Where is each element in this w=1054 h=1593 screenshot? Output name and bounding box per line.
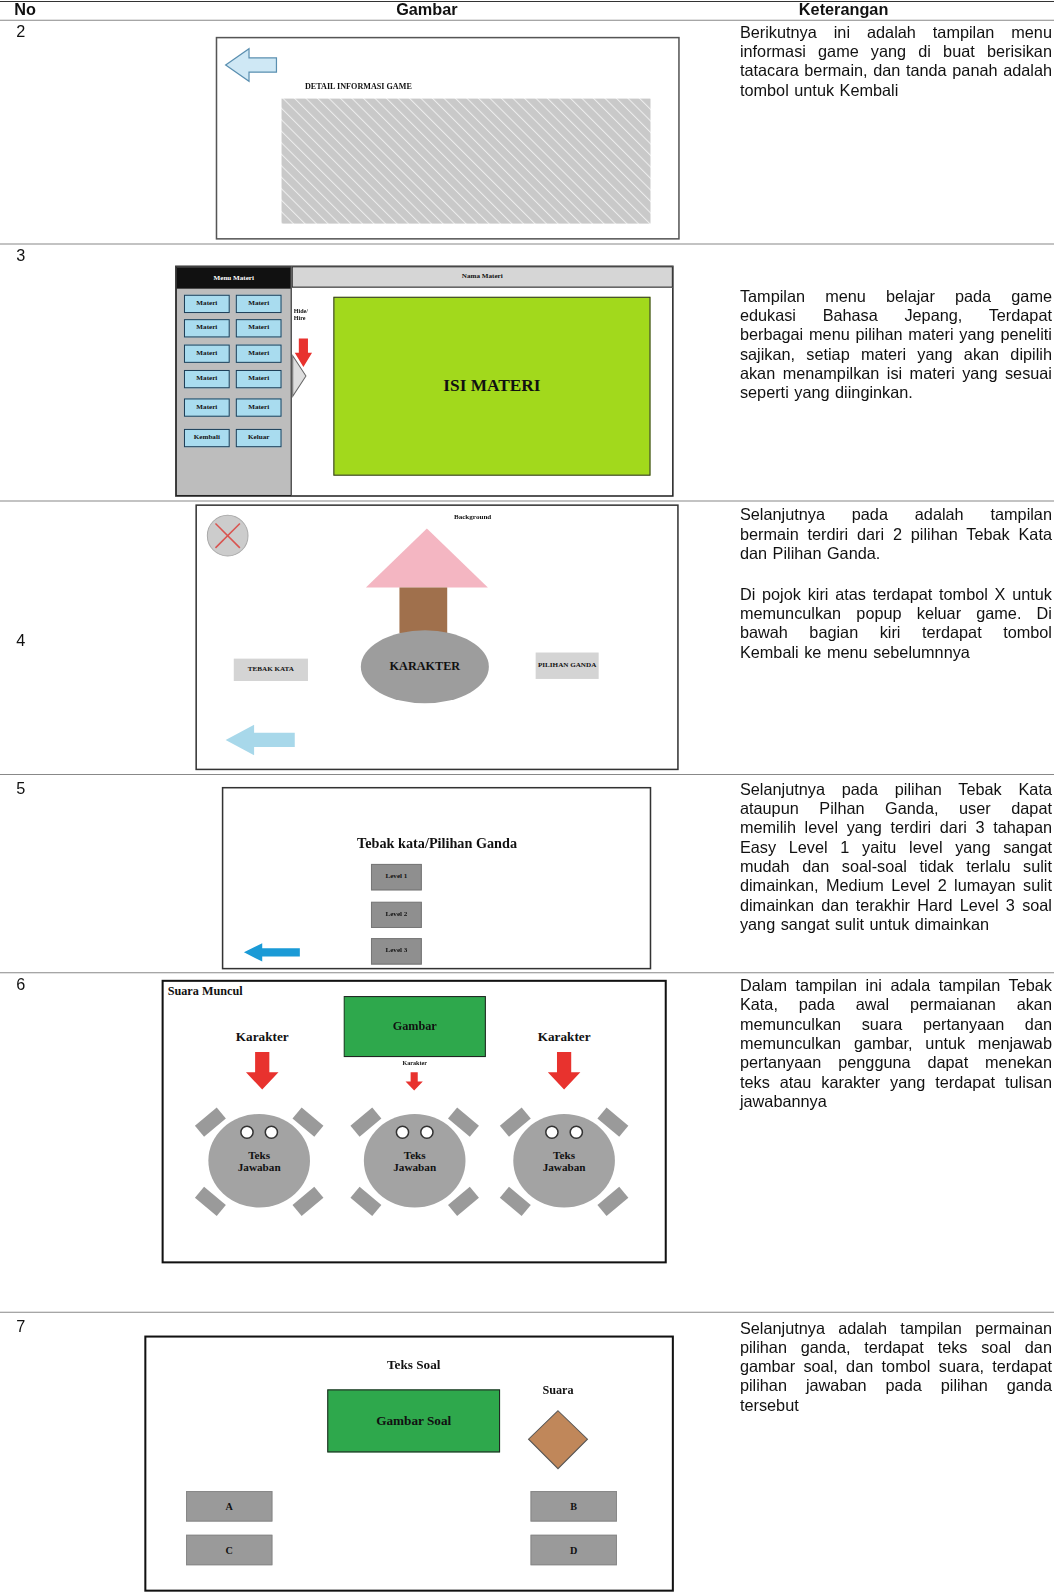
materi-button: Materi — [184, 345, 230, 363]
character-label: Karakter — [518, 1030, 609, 1045]
image-box: Gambar — [344, 996, 486, 1057]
node-text: Level 1 — [385, 873, 407, 881]
node-text: C — [226, 1544, 233, 1555]
materi-button: Materi — [236, 370, 282, 388]
character-label: Karakter — [384, 1060, 445, 1067]
materi-button: Materi — [236, 319, 282, 337]
row-number: 6 — [16, 976, 46, 995]
answer-option: A — [186, 1491, 272, 1521]
materi-button: Materi — [236, 345, 282, 363]
node-text: Level 2 — [385, 911, 407, 919]
screen-title: DETAIL INFORMASI GAME — [305, 82, 508, 91]
node-text: Level 3 — [385, 947, 407, 955]
column-header: Gambar — [366, 1, 488, 20]
menu-panel: Menu MateriMateriMateriMateriMateriMater… — [176, 266, 292, 496]
materi-button: Materi — [184, 398, 230, 416]
node-text: A — [226, 1501, 233, 1512]
node-text: D — [570, 1544, 577, 1555]
answer-option: C — [186, 1535, 272, 1565]
node-text: PILIHAN GANDA — [538, 662, 596, 670]
row-number: 4 — [16, 632, 46, 651]
node-text: Materi — [248, 350, 269, 358]
column-header: No — [14, 1, 55, 20]
back-button: Kembali — [184, 429, 230, 447]
answer-option: B — [531, 1491, 617, 1521]
exit-button: Keluar — [236, 429, 282, 447]
row-number: 5 — [16, 780, 46, 799]
answer-character: Teks Jawaban — [208, 1114, 310, 1208]
materi-button: Materi — [236, 295, 282, 313]
node-text: Materi — [248, 404, 269, 412]
mode-button: TEBAK KATA — [234, 659, 308, 681]
materi-button: Materi — [184, 370, 230, 388]
node-text: Keluar — [248, 434, 269, 442]
answer-option: D — [531, 1535, 617, 1565]
materi-button: Materi — [184, 319, 230, 337]
node-text: ISI MATERI — [443, 377, 540, 396]
node-text: KARAKTER — [390, 660, 460, 673]
mode-button: PILIHAN GANDA — [536, 653, 599, 679]
row-description: Di pojok kiri atas terdapat tombol X unt… — [740, 584, 1052, 661]
row-description: Dalam tampilan ini adala tampilan Tebak … — [740, 976, 1052, 1111]
screen-title: Tebak kata/Pilihan Ganda — [315, 835, 559, 851]
row-description: Tampilan menu belajar pada game edukasi … — [740, 287, 1052, 403]
node-text: Teks Jawaban — [533, 1149, 596, 1174]
level-button: Level 3 — [371, 938, 422, 964]
sound-label: Suara Muncul — [168, 985, 290, 999]
question-text-label: Teks Soal — [358, 1358, 470, 1373]
answer-character: Teks Jawaban — [364, 1114, 466, 1208]
row-number: 7 — [16, 1318, 46, 1337]
node-text: Nama Materi — [462, 273, 503, 281]
node-text: Materi — [196, 404, 217, 412]
sound-label: Suara — [522, 1384, 593, 1398]
node-text: Menu Materi — [177, 267, 291, 288]
level-button: Level 1 — [371, 864, 422, 890]
row-number: 3 — [16, 247, 46, 266]
node-text: Materi — [248, 324, 269, 332]
node-text: Materi — [248, 375, 269, 383]
node-text: Materi — [196, 300, 217, 308]
node-text: Materi — [196, 375, 217, 383]
row-description: Selanjutnya adalah tampilan permainan pi… — [740, 1318, 1052, 1415]
row-description: Selanjutnya pada pilihan Tebak Kata atau… — [740, 780, 1052, 934]
node-text: Teks Jawaban — [228, 1149, 291, 1174]
materi-button: Materi — [236, 398, 282, 416]
toggle-label: Hide/ Hire — [294, 308, 318, 322]
node-text: B — [570, 1501, 577, 1512]
node-text: TEBAK KATA — [248, 666, 294, 674]
row-description: Selanjutnya pada adalah tampilan bermain… — [740, 505, 1052, 563]
question-image: Gambar Soal — [327, 1389, 500, 1452]
content-box: ISI MATERI — [333, 297, 650, 476]
materi-button: Materi — [184, 295, 230, 313]
row-number: 2 — [16, 22, 46, 41]
row-description: Berikutnya ini adalah tampilan menu info… — [740, 22, 1052, 99]
column-header: Keterangan — [778, 1, 910, 20]
title-band: Nama Materi — [292, 266, 673, 287]
node-text: Materi — [248, 300, 269, 308]
node-text: Teks Jawaban — [383, 1149, 446, 1174]
node-text: Kembali — [194, 434, 220, 442]
level-button: Level 2 — [371, 902, 422, 928]
answer-character: Teks Jawaban — [513, 1114, 615, 1208]
node-text: Gambar Soal — [376, 1414, 451, 1429]
node-text: Materi — [196, 350, 217, 358]
node-text: Materi — [196, 324, 217, 332]
background-label: Background — [437, 513, 508, 521]
node-text: Gambar — [393, 1020, 437, 1033]
character-circle: KARAKTER — [361, 630, 489, 703]
character-label: Karakter — [216, 1030, 307, 1045]
